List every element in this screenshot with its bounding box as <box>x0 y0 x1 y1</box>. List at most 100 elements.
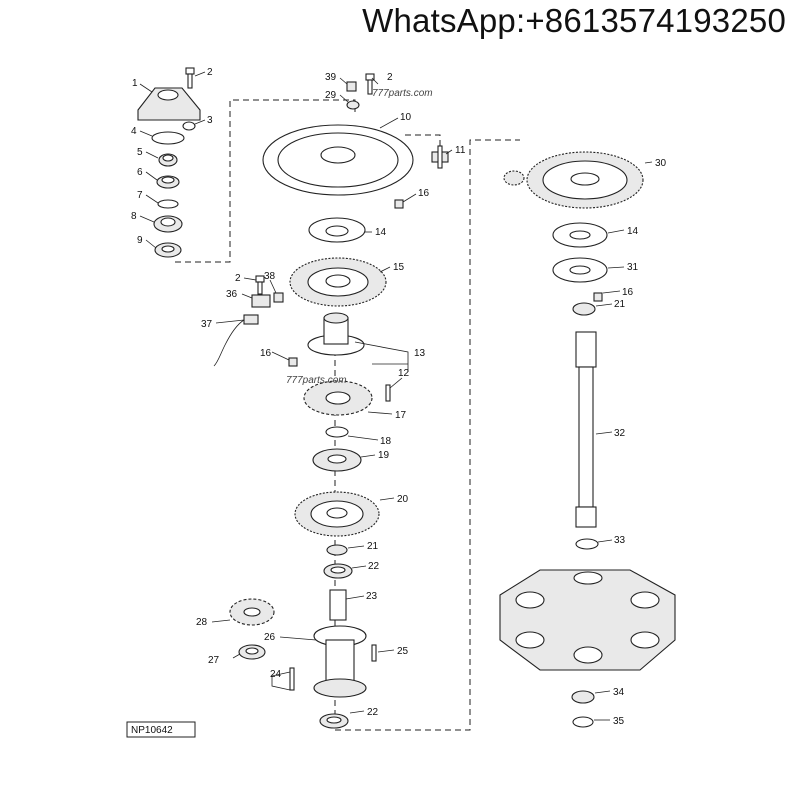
spindle-carrier <box>499 569 676 671</box>
leader-lines <box>139 71 653 721</box>
part-23-sleeve <box>329 589 347 621</box>
part-16-nut <box>394 199 404 209</box>
callout-4: 4 <box>131 126 137 137</box>
callout-27: 27 <box>208 655 220 666</box>
callout-21b: 21 <box>614 299 626 310</box>
callout-8: 8 <box>131 211 137 222</box>
callout-16: 16 <box>418 188 430 199</box>
callout-34: 34 <box>613 687 625 698</box>
part-22-bearing <box>323 563 353 579</box>
part-10-plate <box>262 124 414 196</box>
part-12-bolt <box>385 384 391 402</box>
callout-10: 10 <box>400 112 412 123</box>
part-14-plate-right <box>552 222 608 248</box>
callout-3: 3 <box>207 115 213 126</box>
callout-29: 29 <box>325 90 337 101</box>
figure-id-box: NP10642 <box>126 721 196 738</box>
part-25-bolt <box>371 644 377 662</box>
part-36-block <box>251 294 271 308</box>
callout-13: 13 <box>414 348 426 359</box>
part-37-sensor <box>213 314 259 367</box>
callout-2c: 2 <box>235 273 241 284</box>
part-30-gear <box>526 151 644 209</box>
part-2-bolt-side <box>255 275 265 295</box>
callout-20: 20 <box>397 494 409 505</box>
callout-labels: 1 2 3 4 5 6 7 8 9 39 29 2 10 11 16 14 15… <box>131 67 667 727</box>
callout-23: 23 <box>366 591 378 602</box>
part-18-oring <box>325 426 349 438</box>
callout-2b: 2 <box>387 72 393 83</box>
part-17-sprocket <box>303 380 373 416</box>
callout-2: 2 <box>207 67 213 78</box>
part-2-bolt <box>185 67 195 89</box>
part-7-washer <box>157 199 179 209</box>
callout-31: 31 <box>627 262 639 273</box>
part-24-bolt <box>289 667 295 691</box>
part-8-bearing <box>153 215 183 233</box>
callout-18: 18 <box>380 436 392 447</box>
figure-id: NP10642 <box>131 725 173 736</box>
part-35-ring <box>572 716 594 728</box>
part-29-washer <box>346 100 360 110</box>
part-22-bearing-lower <box>319 713 349 729</box>
callout-35: 35 <box>613 716 625 727</box>
part-2-bolt-upper <box>365 73 375 95</box>
callout-6: 6 <box>137 167 143 178</box>
part-19-plate <box>312 448 362 472</box>
callout-28: 28 <box>196 617 208 628</box>
callout-15: 15 <box>393 262 405 273</box>
part-38-nut <box>273 292 284 303</box>
callout-26: 26 <box>264 632 276 643</box>
callout-25: 25 <box>397 646 409 657</box>
callout-17: 17 <box>395 410 407 421</box>
callout-1: 1 <box>132 78 138 89</box>
part-39-nut <box>346 81 357 92</box>
callout-24: 24 <box>270 669 282 680</box>
part-33-ring <box>575 538 599 550</box>
callout-36: 36 <box>226 289 238 300</box>
part-16-nut-right <box>593 292 603 302</box>
whatsapp-contact: WhatsApp:+8613574193250 <box>362 2 786 39</box>
callout-11: 11 <box>455 145 466 156</box>
part-20-gear <box>294 491 380 537</box>
part-31-plate <box>552 257 608 283</box>
watermark-2: 777parts.com <box>286 375 347 386</box>
pinion-gear <box>503 170 525 186</box>
part-5-nut <box>158 153 178 167</box>
watermark-1: 777parts.com <box>372 88 433 99</box>
callout-7: 7 <box>137 190 143 201</box>
callout-16c: 16 <box>622 287 634 298</box>
callout-21: 21 <box>367 541 379 552</box>
callout-30: 30 <box>655 158 667 169</box>
callout-37: 37 <box>201 319 213 330</box>
part-1-cover <box>137 87 201 121</box>
part-21-washer <box>326 544 348 556</box>
part-4-oring <box>151 131 185 145</box>
part-9-seal <box>154 242 182 258</box>
callout-5: 5 <box>137 147 143 158</box>
part-14-plate <box>308 217 366 243</box>
callout-32: 32 <box>614 428 626 439</box>
callout-16b: 16 <box>260 348 272 359</box>
callout-39: 39 <box>325 72 337 83</box>
part-28-sprocket <box>229 598 275 626</box>
part-13-hub <box>307 312 365 356</box>
part-3-ring <box>182 121 196 131</box>
part-34-bushing <box>571 690 595 704</box>
part-32-shaft <box>575 331 597 528</box>
callout-38: 38 <box>264 271 276 282</box>
part-21-washer-right <box>572 302 596 316</box>
part-15-gear <box>289 257 387 307</box>
callout-22b: 22 <box>367 707 379 718</box>
callout-33: 33 <box>614 535 626 546</box>
part-6-bearing <box>156 175 180 189</box>
callout-14b: 14 <box>627 226 639 237</box>
callout-19: 19 <box>378 450 390 461</box>
part-16-nut-lower <box>288 357 298 367</box>
part-26-spindle-housing <box>313 625 367 698</box>
part-27-bearing <box>238 644 266 660</box>
callout-9: 9 <box>137 235 143 246</box>
callout-22: 22 <box>368 561 380 572</box>
callout-14: 14 <box>375 227 387 238</box>
